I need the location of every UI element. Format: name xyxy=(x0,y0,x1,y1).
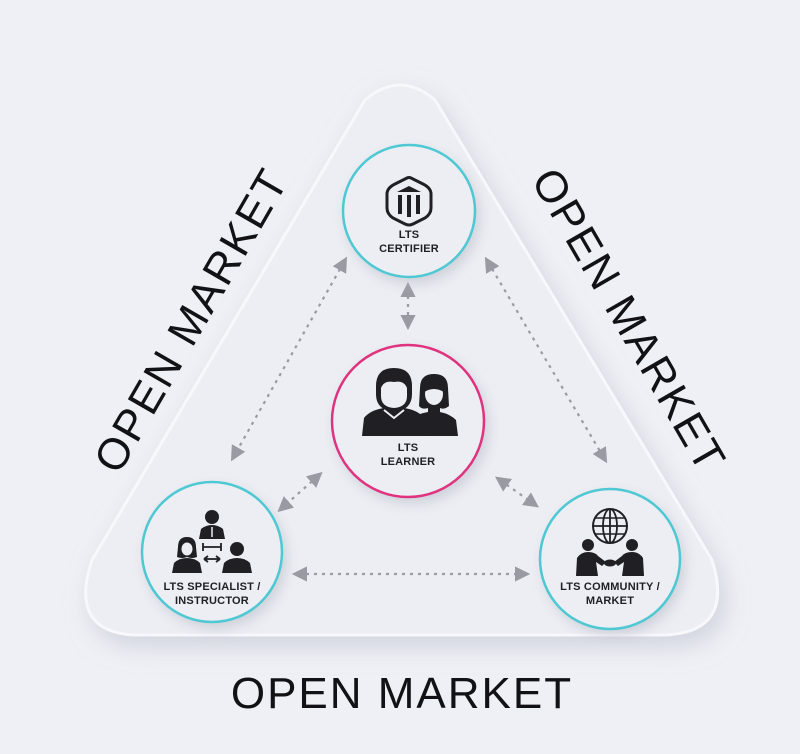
node-learner-label-2: LEARNER xyxy=(381,456,436,468)
node-certifier-label-1: LTS xyxy=(399,229,420,241)
node-community-circle xyxy=(540,489,680,629)
node-certifier-ring xyxy=(341,143,477,279)
node-learner: LTS LEARNER xyxy=(330,343,486,499)
team-exchange-icon xyxy=(172,510,252,573)
node-specialist: LTS SPECIALIST / INSTRUCTOR xyxy=(140,480,284,624)
pillar-building-icon xyxy=(385,176,433,227)
node-community-label-2: MARKET xyxy=(586,595,634,607)
node-learner-ring xyxy=(330,343,486,499)
node-specialist-label-2: INSTRUCTOR xyxy=(175,595,249,607)
connectors xyxy=(230,256,608,582)
node-community-ring xyxy=(538,487,682,631)
node-certifier: LTS CERTIFIER xyxy=(341,143,477,279)
globe-handshake-icon xyxy=(576,508,644,576)
side-label-bottom: OPEN MARKET xyxy=(231,669,573,718)
connector-learner-specialist xyxy=(277,471,323,513)
node-learner-label-1: LTS xyxy=(398,442,419,454)
node-community: LTS COMMUNITY / MARKET xyxy=(538,487,682,631)
node-certifier-label-2: CERTIFIER xyxy=(379,243,439,255)
people-pair-icon xyxy=(362,368,458,436)
connector-certifier-community xyxy=(484,256,608,464)
connector-certifier-specialist xyxy=(230,256,348,462)
node-specialist-circle xyxy=(142,482,282,622)
connector-learner-community xyxy=(494,476,540,508)
node-community-label-1: LTS COMMUNITY / xyxy=(560,581,660,593)
node-specialist-ring xyxy=(140,480,284,624)
node-specialist-label-1: LTS SPECIALIST / xyxy=(163,581,260,593)
